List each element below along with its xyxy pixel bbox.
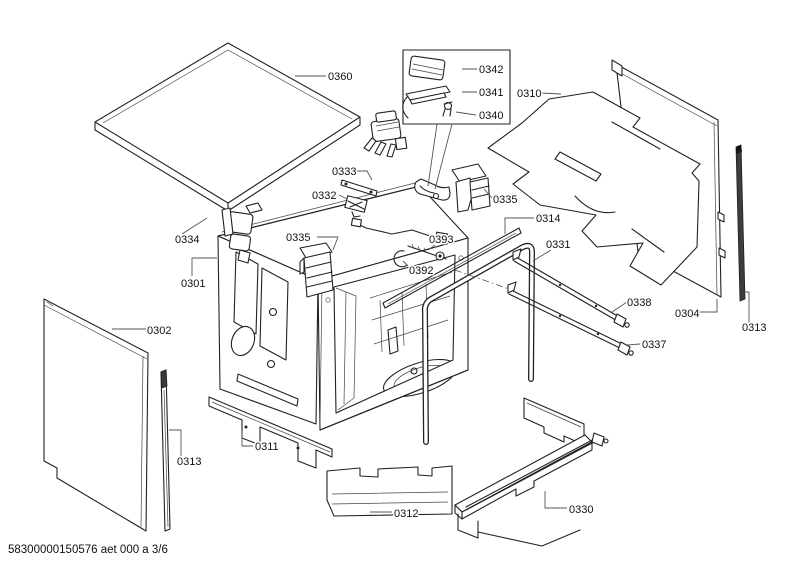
top-panel-0360 xyxy=(94,42,361,212)
leader-lines xyxy=(112,75,750,513)
bottom-channel-0330 xyxy=(454,432,609,547)
callout-labels: 0360 0342 0341 0340 0310 0333 0332 0335 … xyxy=(146,63,768,522)
part-label-0310: 0310 xyxy=(517,88,541,100)
detail-inset-box xyxy=(402,49,511,190)
part-label-0333: 0333 xyxy=(332,166,356,178)
part-label-0313-left: 0313 xyxy=(177,456,201,468)
part-label-0332: 0332 xyxy=(312,190,336,202)
part-label-0334: 0334 xyxy=(175,234,199,246)
base-front-panel-0312 xyxy=(326,465,453,517)
part-label-0338: 0338 xyxy=(627,297,651,309)
tub-assembly-0301 xyxy=(217,181,469,431)
part-label-0340: 0340 xyxy=(479,110,503,122)
part-label-0393: 0393 xyxy=(429,234,453,246)
part-label-0313-right: 0313 xyxy=(742,322,766,334)
pump-assembly xyxy=(363,110,408,158)
part-label-0314: 0314 xyxy=(536,213,560,225)
part-label-0342: 0342 xyxy=(479,64,503,76)
part-label-0392: 0392 xyxy=(409,265,433,277)
part-label-0337: 0337 xyxy=(642,339,666,351)
insulation-mat-0310 xyxy=(487,91,701,286)
door-cable-harness xyxy=(350,217,449,243)
fixing-bracket xyxy=(414,178,451,201)
part-label-0301: 0301 xyxy=(181,278,205,290)
part-label-0302: 0302 xyxy=(147,325,171,337)
part-label-0360: 0360 xyxy=(328,71,352,83)
rail-0337 xyxy=(507,281,634,356)
assembly-axis xyxy=(454,269,510,290)
side-strip-left xyxy=(160,369,171,532)
door-frame-0331 xyxy=(421,242,536,445)
screw-0393 xyxy=(407,243,447,261)
hinge-0334 xyxy=(221,202,263,264)
trim-0314 xyxy=(382,227,522,309)
latch-0335-right xyxy=(451,163,491,213)
base-0311 xyxy=(208,396,333,469)
bracket-0333 xyxy=(340,179,378,197)
base-skirt-right xyxy=(523,397,585,446)
part-label-0330: 0330 xyxy=(569,504,593,516)
rail-0338 xyxy=(512,248,630,328)
part-label-0341: 0341 xyxy=(479,87,503,99)
part-label-0331: 0331 xyxy=(546,239,570,251)
clip-0392 xyxy=(393,250,408,268)
clamp-0332 xyxy=(344,195,368,218)
part-label-0335-left: 0335 xyxy=(286,232,310,244)
part-label-0335-right: 0335 xyxy=(493,194,517,206)
document-code: 58300000150576 aet 000 a 3/6 xyxy=(8,544,168,556)
door-panel-0302 xyxy=(43,298,149,532)
part-label-0304: 0304 xyxy=(675,308,699,320)
part-label-0311: 0311 xyxy=(255,441,279,453)
latch-0335-left xyxy=(299,242,334,298)
side-strip-right xyxy=(735,144,746,302)
part-label-0312: 0312 xyxy=(394,508,418,520)
